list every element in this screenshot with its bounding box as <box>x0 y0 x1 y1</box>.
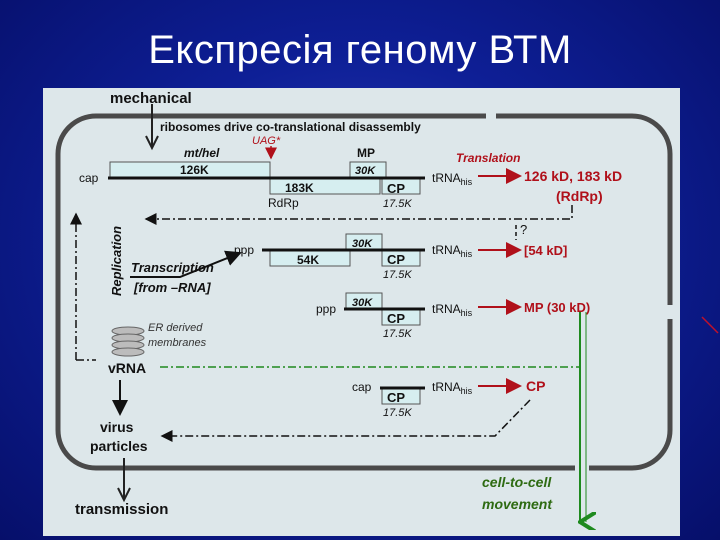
label-cp4: CP <box>387 390 405 405</box>
label-17-5k-1: 17.5K <box>383 198 412 210</box>
label-er1: ER derived <box>148 322 203 334</box>
label-mechanical: mechanical <box>110 90 192 107</box>
label-30k-3: 30K <box>352 297 373 309</box>
label-prod3: MP (30 kD) <box>524 300 590 315</box>
label-cap1: cap <box>79 171 99 185</box>
label-question: ? <box>520 222 527 237</box>
cell-gap-right <box>664 305 676 319</box>
er-membranes-icon <box>111 326 145 357</box>
label-trna3: tRNAhis <box>432 302 473 318</box>
label-cp2: CP <box>387 252 405 267</box>
label-183k: 183K <box>285 181 314 195</box>
label-prod1a: 126 kD, 183 kD <box>524 168 622 184</box>
transmission-arrowhead <box>117 487 131 503</box>
label-30k-2: 30K <box>352 238 373 250</box>
label-virus2: particles <box>90 438 148 454</box>
label-cap4: cap <box>352 380 372 394</box>
slide-decoration <box>701 316 719 334</box>
label-virus1: virus <box>100 419 134 435</box>
assembly-arrow <box>160 399 531 442</box>
label-cp1: CP <box>387 181 405 196</box>
label-transmission: transmission <box>75 501 168 518</box>
label-prod2: [54 kD] <box>524 243 567 258</box>
cell-outline <box>55 113 673 471</box>
label-trna2: tRNAhis <box>432 243 473 259</box>
label-from-rna: [from –RNA] <box>133 280 211 295</box>
label-mp-top: MP <box>357 146 375 160</box>
label-trna4: tRNAhis <box>432 380 473 396</box>
label-cell2: movement <box>482 496 553 512</box>
label-17-5k-2: 17.5K <box>383 269 412 281</box>
label-prod4: CP <box>526 378 545 394</box>
label-uag: UAG* <box>252 135 281 147</box>
label-er2: membranes <box>148 337 207 349</box>
label-trna1: tRNAhis <box>432 171 473 187</box>
cell-gap-top <box>486 104 496 120</box>
label-prod1b: (RdRp) <box>556 188 603 204</box>
cell-gap-bottom <box>575 462 589 474</box>
label-ribosomes: ribosomes drive co-translational disasse… <box>160 120 421 134</box>
label-54k: 54K <box>297 253 319 267</box>
label-17-5k-4: 17.5K <box>383 407 412 419</box>
label-mt-hel: mt/hel <box>184 146 220 160</box>
slide-title: Експресія геному ВТМ <box>148 28 572 72</box>
transcription-arrow <box>130 250 242 278</box>
label-replication: Replication <box>109 226 124 296</box>
label-ppp3: ppp <box>316 302 336 316</box>
label-126k: 126K <box>180 163 209 177</box>
label-17-5k-3: 17.5K <box>383 328 412 340</box>
entry-arrowhead <box>145 135 159 151</box>
label-cell1: cell-to-cell <box>482 474 552 490</box>
label-translation: Translation <box>456 151 520 165</box>
label-rdrp: RdRp <box>268 196 299 210</box>
label-30k-top: 30K <box>355 165 376 177</box>
label-vrna: vRNA <box>108 360 146 376</box>
replication-loop <box>144 205 573 225</box>
label-cp3: CP <box>387 311 405 326</box>
